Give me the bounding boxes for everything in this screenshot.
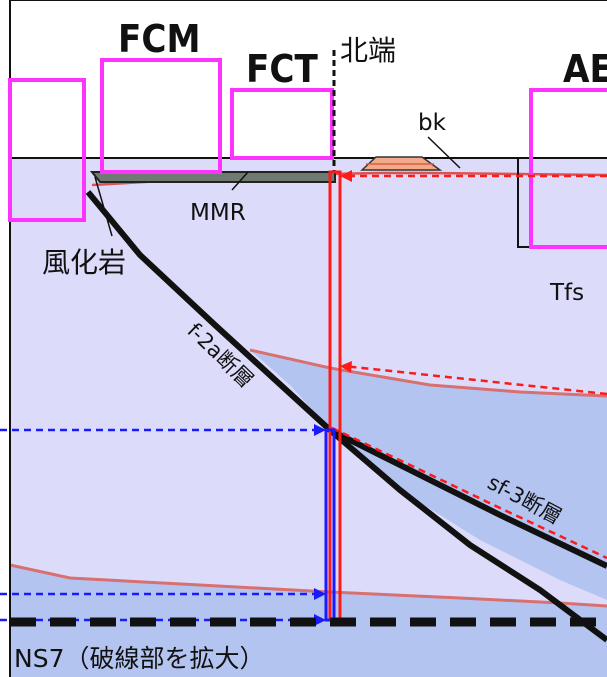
- mmr-block: [89, 171, 336, 183]
- label-fct: FCT: [246, 47, 318, 91]
- left-load-rect: [8, 78, 86, 222]
- ground-body: [10, 158, 607, 677]
- ae-load-rect: [529, 88, 607, 249]
- upper-boundary-line: [249, 348, 607, 398]
- label-north-end: 北端: [340, 34, 396, 67]
- blue-arrowhead-upper: [314, 424, 326, 436]
- caption: NS7（破線部を拡大）: [14, 644, 264, 673]
- red-arrowhead-top: [340, 170, 352, 182]
- weathered-leader: [94, 176, 113, 237]
- label-mmr: MMR: [190, 200, 246, 226]
- blue-arrowhead-lower: [314, 588, 326, 600]
- label-ae: AE: [563, 47, 607, 91]
- fault-f2a-line: [85, 190, 607, 643]
- red-arrowhead-middle: [340, 361, 352, 373]
- bk-leader: [427, 136, 461, 169]
- label-tfs: Tfs: [549, 280, 584, 306]
- fcm-load-rect: [100, 58, 222, 174]
- fct-load-rect: [230, 88, 334, 160]
- red-arrow-middle: [343, 364, 607, 396]
- label-weathered-rock: 風化岩: [42, 246, 126, 279]
- fault-sf3-line: [328, 427, 607, 569]
- label-bk: bk: [418, 110, 447, 136]
- mmr-leader: [231, 171, 249, 191]
- label-fcm: FCM: [118, 17, 200, 61]
- sf3-red-dashed: [331, 426, 607, 560]
- blue-arrowhead-bottom: [314, 614, 326, 626]
